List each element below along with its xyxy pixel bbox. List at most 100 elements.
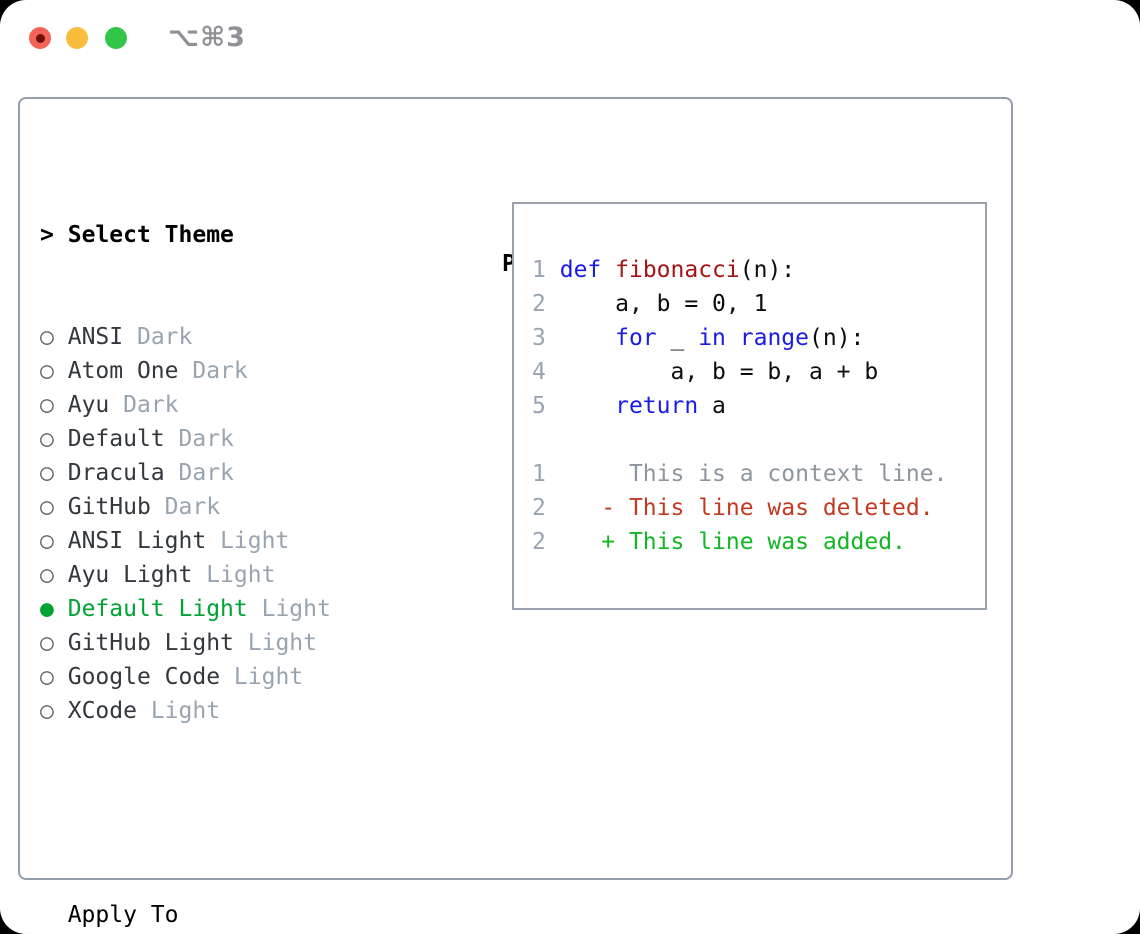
code-token: a, b = 0, 1 (559, 291, 768, 317)
window-title-shortcut: ⌥⌘3 (168, 22, 246, 53)
radio-unselected-icon: ○ (40, 392, 54, 418)
line-number: 2 (532, 529, 546, 555)
code-token (560, 325, 615, 351)
theme-variant: Dark (164, 494, 221, 520)
radio-unselected-icon: ○ (40, 358, 54, 384)
code-token: fibonacci (615, 257, 740, 283)
theme-name: Ayu Light (67, 562, 193, 588)
theme-selector-panel: > Select Theme ○ ANSI Dark○ Atom One Dar… (18, 97, 1013, 928)
code-token (560, 393, 615, 419)
radio-unselected-icon: ○ (40, 494, 54, 520)
theme-option[interactable]: ○ Google Code Light (40, 660, 490, 694)
theme-variant: Dark (178, 426, 234, 452)
theme-option[interactable]: ○ Ayu Light Light (40, 558, 490, 592)
close-button[interactable] (29, 27, 51, 49)
theme-name: GitHub Light (67, 630, 234, 656)
theme-name: XCode (67, 698, 137, 724)
code-token: _ (656, 325, 699, 351)
theme-name: Default Light (67, 596, 248, 622)
radio-unselected-icon: ○ (40, 426, 54, 452)
theme-variant: Dark (136, 324, 193, 350)
radio-unselected-icon: ○ (40, 460, 54, 486)
radio-unselected-icon: ○ (40, 698, 54, 724)
theme-option[interactable]: ○ ANSI Dark (40, 320, 490, 354)
code-token: This is a context line. (559, 461, 948, 487)
code-token: for (615, 325, 657, 351)
code-token: def (559, 257, 602, 283)
theme-name: ANSI Light (67, 528, 207, 554)
code-line: 5 return a (532, 389, 947, 423)
theme-variant: Light (261, 596, 331, 622)
theme-variant: Dark (192, 358, 248, 384)
line-number: 3 (532, 325, 546, 351)
code-line: 1 def fibonacci(n): (532, 253, 947, 287)
theme-variant: Light (233, 664, 304, 690)
apply-to-header-label: Apply To (67, 902, 179, 928)
radio-unselected-icon: ○ (40, 562, 54, 588)
theme-name: ANSI (67, 324, 124, 350)
theme-variant: Light (247, 630, 317, 656)
code-token (601, 257, 615, 283)
theme-name: Google Code (67, 664, 221, 690)
theme-list-column: > Select Theme ○ ANSI Dark○ Atom One Dar… (40, 150, 490, 934)
theme-option[interactable]: ○ ANSI Light Light (40, 524, 490, 558)
code-token: a, b = b, a + b (559, 359, 879, 385)
focus-prompt-icon: > (40, 222, 54, 248)
theme-name: Default (67, 426, 165, 452)
code-line: 2 + This line was added. (532, 525, 947, 559)
line-number: 1 (532, 257, 546, 283)
code-token: - This line was deleted. (559, 495, 934, 521)
code-token: (n): (739, 257, 796, 283)
code-token: a (698, 393, 726, 419)
theme-name: Dracula (67, 460, 165, 486)
theme-option[interactable]: ○ Ayu Dark (40, 388, 490, 422)
code-token: in (698, 325, 726, 351)
theme-variant: Light (220, 528, 290, 554)
line-number: 2 (532, 291, 546, 317)
radio-unselected-icon: ○ (40, 528, 54, 554)
theme-option[interactable]: ○ Default Dark (40, 422, 490, 456)
code-line: 2 a, b = 0, 1 (532, 287, 947, 321)
line-number: 4 (532, 359, 546, 385)
apply-to-header: Apply To (40, 898, 490, 932)
code-token: return (615, 393, 699, 419)
spacer (40, 796, 490, 830)
code-token (726, 325, 740, 351)
theme-variant: Light (150, 698, 221, 724)
theme-name: Ayu (67, 392, 110, 418)
line-number: 5 (532, 393, 546, 419)
theme-option[interactable]: ○ Atom One Dark (40, 354, 490, 388)
theme-option[interactable]: ○ Dracula Dark (40, 456, 490, 490)
code-line: 4 a, b = b, a + b (532, 355, 947, 389)
line-number: 2 (532, 495, 546, 521)
theme-variant: Light (206, 562, 276, 588)
theme-name: GitHub (67, 494, 151, 520)
radio-selected-icon: ● (40, 596, 54, 622)
theme-option[interactable]: ○ GitHub Dark (40, 490, 490, 524)
zoom-button[interactable] (105, 27, 127, 49)
theme-option[interactable]: ○ XCode Light (40, 694, 490, 728)
radio-unselected-icon: ○ (40, 324, 54, 350)
theme-variant: Dark (178, 460, 234, 486)
theme-option[interactable]: ● Default Light Light (40, 592, 490, 626)
select-theme-header-label: Select Theme (67, 222, 234, 248)
code-line: 3 for _ in range(n): (532, 321, 947, 355)
theme-list: ○ ANSI Dark○ Atom One Dark○ Ayu Dark○ De… (40, 320, 490, 728)
code-token: + This line was added. (559, 529, 906, 555)
line-number: 1 (532, 461, 546, 487)
close-button-dot-icon (35, 33, 45, 43)
code-line: 1 This is a context line. (532, 457, 947, 491)
titlebar: ⌥⌘3 (0, 0, 1140, 76)
code-line (532, 423, 947, 457)
code-token: range (739, 325, 810, 351)
radio-unselected-icon: ○ (40, 664, 54, 690)
theme-option[interactable]: ○ GitHub Light Light (40, 626, 490, 660)
minimize-button[interactable] (66, 27, 88, 49)
select-theme-header: > Select Theme (40, 218, 490, 252)
code-line: 2 - This line was deleted. (532, 491, 947, 525)
theme-name: Atom One (67, 358, 179, 384)
radio-unselected-icon: ○ (40, 630, 54, 656)
